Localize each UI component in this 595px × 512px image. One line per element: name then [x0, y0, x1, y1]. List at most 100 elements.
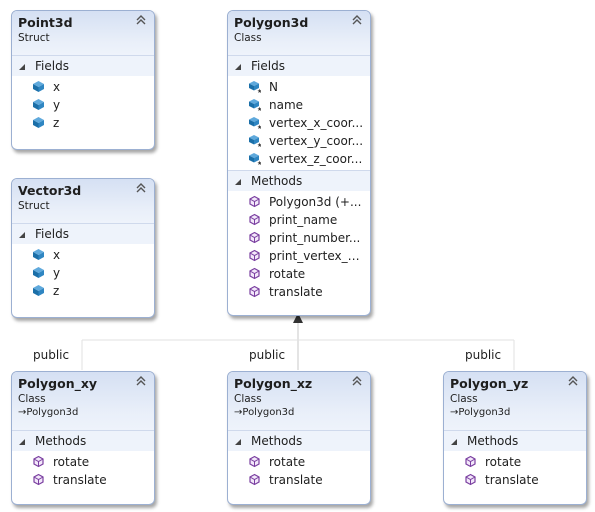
field-name: z	[53, 116, 60, 130]
field-name: N	[269, 80, 278, 94]
collapse-chevron-icon[interactable]	[567, 375, 579, 387]
method-name: rotate	[269, 267, 306, 281]
protected-field-icon: ★	[249, 117, 261, 129]
polygon3d-header: Polygon3d Class	[228, 11, 370, 55]
field-item[interactable]: y	[12, 264, 154, 282]
field-item[interactable]: x	[12, 246, 154, 264]
method-item[interactable]: print_number...	[228, 229, 370, 247]
method-item[interactable]: Polygon3d (+...	[228, 193, 370, 211]
polygon-xz-kind: Class	[234, 393, 262, 405]
method-item[interactable]: rotate	[228, 265, 370, 283]
section-label: Fields	[35, 227, 69, 241]
vector3d-fields-section[interactable]: Fields	[12, 223, 154, 244]
vector3d-title: Vector3d	[18, 183, 82, 198]
polygon-xy-methods-section[interactable]: Methods	[12, 430, 154, 451]
polygon3d-methods-section[interactable]: Methods	[228, 170, 370, 191]
section-label: Fields	[251, 59, 285, 73]
inherits-arrow-icon: →	[234, 407, 243, 418]
expanded-triangle-icon	[235, 63, 241, 70]
method-icon	[249, 267, 260, 280]
method-item[interactable]: rotate	[12, 453, 154, 471]
collapse-chevron-icon[interactable]	[351, 14, 363, 26]
svg-text:★: ★	[257, 142, 261, 147]
field-item[interactable]: ★vertex_y_coor...	[228, 132, 370, 150]
method-name: translate	[53, 473, 107, 487]
base-class-ref: →Polygon3d	[450, 406, 578, 420]
point3d-fields-section[interactable]: Fields	[12, 55, 154, 76]
svg-text:★: ★	[257, 160, 261, 165]
collapse-chevron-icon[interactable]	[351, 375, 363, 387]
method-item[interactable]: translate	[228, 283, 370, 301]
protected-field-icon: ★	[249, 153, 261, 165]
collapse-chevron-icon[interactable]	[135, 14, 147, 26]
expanded-triangle-icon	[19, 231, 25, 238]
polygon3d-box[interactable]: Polygon3d Class Fields ★N ★name ★vertex_…	[227, 10, 371, 316]
expanded-triangle-icon	[19, 438, 25, 445]
field-name: x	[53, 80, 61, 94]
method-item[interactable]: print_name	[228, 211, 370, 229]
expanded-triangle-icon	[235, 178, 241, 185]
base-class-name: Polygon3d	[458, 407, 511, 418]
method-name: print_number...	[269, 231, 361, 245]
field-item[interactable]: x	[12, 78, 154, 96]
field-item[interactable]: ★N	[228, 78, 370, 96]
method-item[interactable]: rotate	[228, 453, 370, 471]
point3d-box[interactable]: Point3d Struct Fields x y z	[11, 10, 155, 150]
svg-text:★: ★	[257, 106, 261, 111]
field-item[interactable]: y	[12, 96, 154, 114]
protected-field-icon: ★	[249, 81, 261, 93]
inheritance-label-right: public	[465, 348, 502, 362]
polygon-yz-kind: Class	[450, 393, 478, 405]
polygon-xz-title: Polygon_xz	[234, 376, 313, 391]
method-item[interactable]: translate	[228, 471, 370, 489]
protected-field-icon: ★	[249, 99, 261, 111]
base-class-ref: →Polygon3d	[18, 406, 146, 420]
polygon-xy-box[interactable]: Polygon_xy Class →Polygon3d Methods rota…	[11, 371, 155, 505]
collapse-chevron-icon[interactable]	[135, 182, 147, 194]
section-label: Methods	[35, 434, 87, 448]
field-name: vertex_z_coor...	[269, 152, 363, 166]
polygon-xy-kind: Class	[18, 393, 46, 405]
method-item[interactable]: translate	[444, 471, 586, 489]
inheritance-arrowhead	[293, 313, 303, 323]
svg-text:★: ★	[257, 88, 261, 93]
collapse-chevron-icon[interactable]	[135, 375, 147, 387]
point3d-kind: Struct	[18, 32, 50, 44]
field-item[interactable]: z	[12, 282, 154, 300]
method-icon	[249, 455, 260, 468]
inheritance-label-middle: public	[249, 348, 286, 362]
section-label: Methods	[251, 434, 303, 448]
vector3d-kind: Struct	[18, 200, 50, 212]
section-label: Methods	[251, 174, 303, 188]
vector3d-box[interactable]: Vector3d Struct Fields x y z	[11, 178, 155, 318]
polygon3d-title: Polygon3d	[234, 15, 309, 30]
field-icon	[33, 117, 44, 128]
expanded-triangle-icon	[451, 438, 457, 445]
method-name: translate	[269, 285, 323, 299]
polygon-yz-header: Polygon_yz Class →Polygon3d	[444, 372, 586, 430]
field-name: vertex_x_coor...	[269, 116, 364, 130]
polygon-xz-methods-section[interactable]: Methods	[228, 430, 370, 451]
method-name: translate	[269, 473, 323, 487]
polygon-xz-box[interactable]: Polygon_xz Class →Polygon3d Methods rota…	[227, 371, 371, 505]
method-item[interactable]: print_vertex_c...	[228, 247, 370, 265]
method-name: print_vertex_c...	[269, 249, 366, 263]
method-item[interactable]: translate	[12, 471, 154, 489]
method-name: rotate	[269, 455, 306, 469]
field-item[interactable]: ★ vertex_z_coor...	[228, 150, 370, 168]
method-name: rotate	[53, 455, 90, 469]
section-label: Fields	[35, 59, 69, 73]
polygon-yz-box[interactable]: Polygon_yz Class →Polygon3d Methods rota…	[443, 371, 587, 505]
expanded-triangle-icon	[19, 63, 25, 70]
expanded-triangle-icon	[235, 438, 241, 445]
polygon3d-fields-section[interactable]: Fields	[228, 55, 370, 76]
section-label: Methods	[467, 434, 519, 448]
method-icon	[249, 195, 260, 208]
field-item[interactable]: z	[12, 114, 154, 132]
point3d-header: Point3d Struct	[12, 11, 154, 55]
polygon-yz-methods-section[interactable]: Methods	[444, 430, 586, 451]
method-item[interactable]: rotate	[444, 453, 586, 471]
field-item[interactable]: ★name	[228, 96, 370, 114]
method-name: translate	[485, 473, 539, 487]
field-item[interactable]: ★ vertex_x_coor...	[228, 114, 370, 132]
